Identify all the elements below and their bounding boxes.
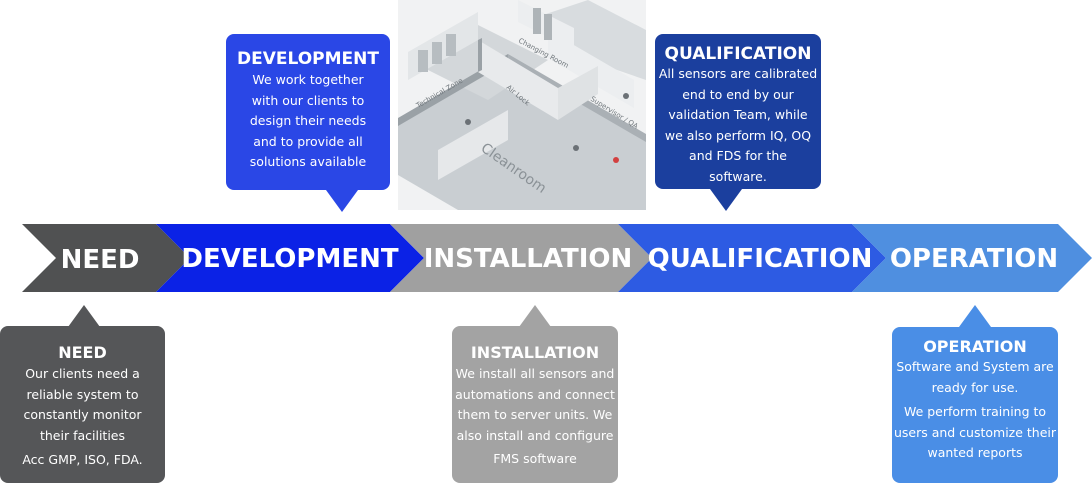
callout-line: validation Team, while	[668, 107, 808, 122]
callout-pointer	[519, 305, 551, 327]
callout-development: DEVELOPMENT We work together with our cl…	[226, 34, 390, 190]
callout-line: reliable system to	[26, 386, 139, 402]
callout-title: NEED	[58, 343, 107, 362]
callout-title: QUALIFICATION	[664, 44, 812, 64]
callout-line: automations and connect	[455, 386, 615, 402]
callout-title: INSTALLATION	[470, 343, 600, 362]
callout-line: end to end by our	[682, 86, 794, 102]
callout-line: solutions available	[249, 154, 367, 169]
callout-title: OPERATION	[923, 337, 1027, 356]
stage-arrow-development	[156, 224, 424, 292]
callout-line: software.	[709, 168, 767, 184]
stage-label-installation: INSTALLATION	[424, 244, 633, 274]
callout-pointer	[68, 305, 100, 327]
callout-qualification: QUALIFICATION All sensors are calibrated…	[655, 34, 821, 189]
callout-line: ready for use.	[931, 379, 1019, 395]
stage-label-operation: OPERATION	[890, 244, 1058, 274]
callout-line: and to provide all	[253, 133, 363, 149]
callout-line: Our clients need a	[25, 366, 140, 381]
callout-line: users and customize their	[893, 424, 1057, 440]
callout-pointer	[326, 190, 358, 212]
callout-line: We install all sensors and	[455, 366, 615, 381]
callout-line: FMS software	[493, 451, 577, 466]
callout-line: constantly monitor	[23, 407, 142, 422]
callout-line: and FDS for the	[689, 148, 787, 163]
stage-arrow-qualification	[618, 224, 886, 292]
callout-line: design their needs	[249, 113, 367, 128]
callout-line: We perform training to	[903, 404, 1047, 419]
callout-title: DEVELOPMENT	[237, 49, 379, 69]
stage-label-qualification: QUALIFICATION	[648, 244, 873, 274]
stage-arrow-operation	[852, 224, 1092, 292]
callout-pointer	[959, 305, 991, 327]
callout-line: their facilities	[39, 427, 126, 443]
callout-operation: OPERATION Software and System are ready …	[892, 327, 1058, 483]
callout-installation: INSTALLATION We install all sensors and …	[452, 326, 618, 483]
callout-line: We work together	[252, 72, 364, 87]
callout-need: NEED Our clients need a reliable system …	[0, 326, 165, 483]
callout-line: them to server units. We	[457, 407, 613, 422]
callout-line: Software and System are	[896, 359, 1054, 374]
stage-arrow-installation	[390, 224, 652, 292]
callout-line: All sensors are calibrated	[658, 66, 818, 81]
callout-line: we also perform IQ, OQ	[664, 127, 812, 143]
callout-line: wanted reports	[927, 445, 1023, 460]
callout-line: with our clients to	[251, 92, 365, 108]
callout-line: also install and configure	[456, 427, 614, 443]
callout-pointer	[710, 189, 742, 211]
callout-line: Acc GMP, ISO, FDA.	[22, 452, 143, 467]
stage-arrow-need	[22, 224, 190, 292]
stage-label-need: NEED	[61, 245, 140, 275]
floorplan-image: Changing Room Technical Zone Air Lock Su…	[398, 0, 646, 210]
stage-label-development: DEVELOPMENT	[181, 244, 398, 274]
